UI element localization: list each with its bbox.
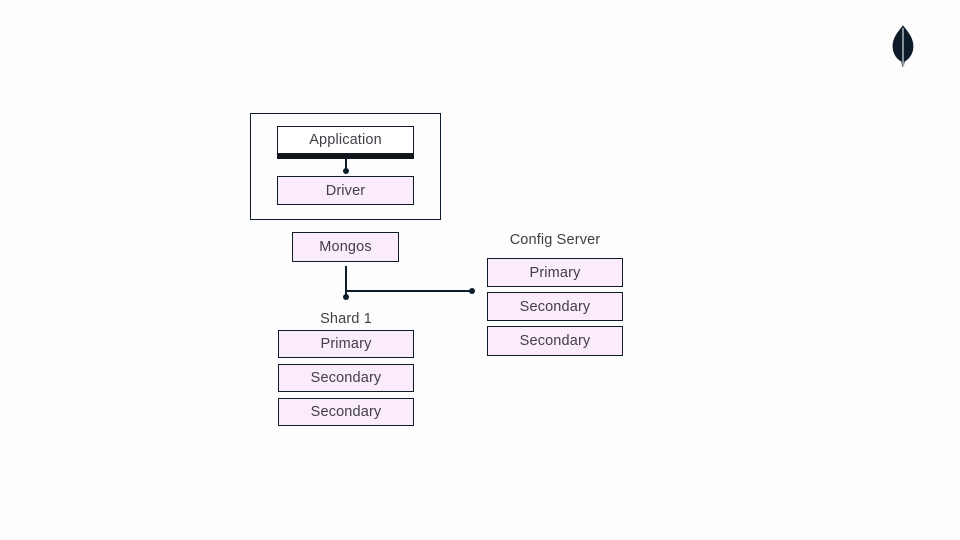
config-server-member-secondary-1[interactable]: Secondary [487,292,623,321]
connector-mongos-vertical [345,266,347,298]
config-server-member-secondary-2-label: Secondary [519,333,591,349]
application-bottom-bar [277,154,414,159]
connector-application-to-driver [345,159,347,173]
shard-member-secondary-1-label: Secondary [310,370,382,386]
mongodb-leaf-logo [892,25,914,67]
client-group-frame [250,113,441,220]
shard-group-label: Shard 1 [320,311,372,327]
driver-label: Driver [325,182,366,199]
application-node[interactable]: Application [277,126,414,154]
shard-member-secondary-2[interactable]: Secondary [278,398,414,426]
config-server-member-secondary-1-label: Secondary [519,298,591,315]
config-server-member-secondary-2[interactable]: Secondary [487,326,623,356]
connector-endpoint-dot-config [469,287,475,294]
connector-endpoint-dot-driver [342,168,349,174]
config-server-group-label: Config Server [509,232,601,248]
shard-member-secondary-1[interactable]: Secondary [278,364,414,392]
shard-member-secondary-2-label: Secondary [310,404,382,420]
driver-node[interactable]: Driver [277,176,414,205]
connector-mongos-to-config-horizontal [345,290,473,292]
mongos-label: Mongos [319,239,372,255]
connector-endpoint-dot-shard [342,294,349,300]
config-server-member-primary-label: Primary [529,264,581,281]
mongos-node[interactable]: Mongos [292,232,399,262]
shard-member-primary-label: Primary [320,336,372,352]
config-server-member-primary[interactable]: Primary [487,258,623,287]
shard-member-primary[interactable]: Primary [278,330,414,358]
application-label: Application [309,132,382,148]
